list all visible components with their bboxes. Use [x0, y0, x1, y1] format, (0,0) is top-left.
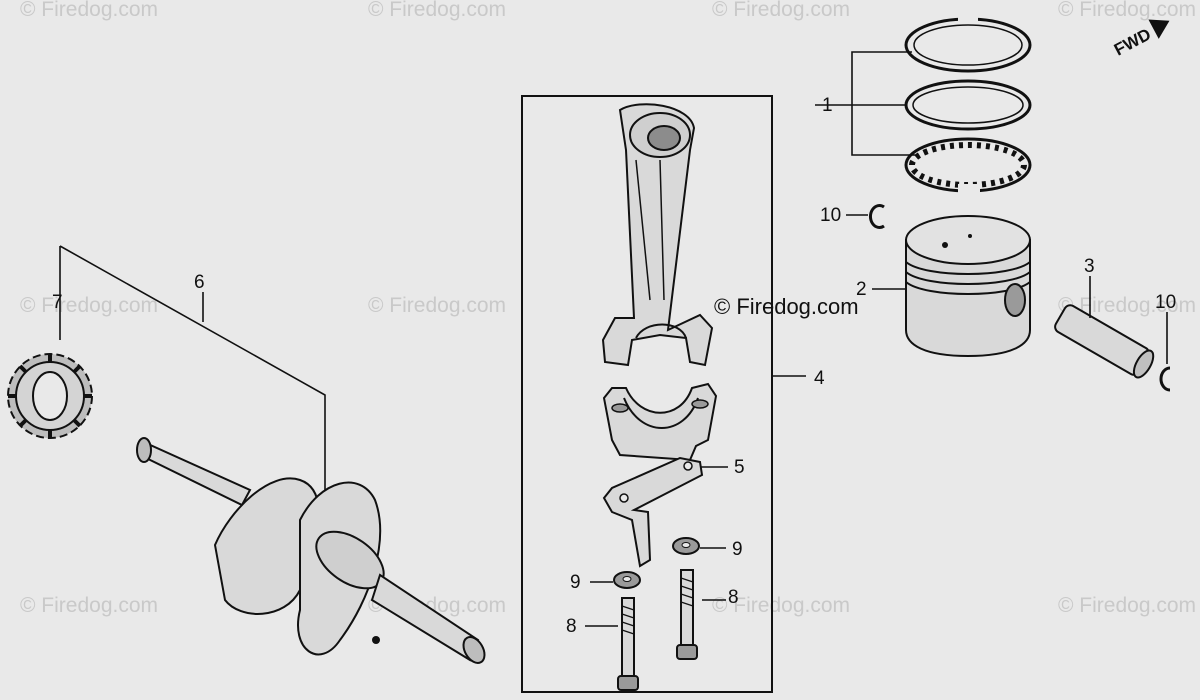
connecting-rod	[601, 103, 714, 367]
callout-5: 5	[734, 457, 745, 478]
lock-plate	[602, 456, 704, 568]
watermark: © Firedog.com	[20, 0, 158, 21]
leader-line-1	[815, 51, 915, 156]
credit-text: © Firedog.com	[714, 294, 859, 319]
callout-9b: 9	[732, 539, 743, 560]
washer-left	[613, 571, 641, 589]
crankshaft	[136, 437, 486, 664]
watermark: © Firedog.com	[1058, 294, 1196, 317]
watermark: © Firedog.com	[20, 294, 158, 317]
watermark: © Firedog.com	[712, 594, 850, 617]
bolt-left	[617, 597, 639, 691]
piston-pin	[1054, 304, 1155, 379]
callout-8b: 8	[728, 587, 739, 608]
callout-3: 3	[1084, 256, 1095, 277]
watermark: © Firedog.com	[368, 0, 506, 21]
callout-4: 4	[814, 368, 825, 389]
callout-10b: 10	[1155, 292, 1176, 313]
circlip-left	[869, 204, 885, 229]
piston	[905, 215, 1031, 358]
watermark: © Firedog.com	[1058, 0, 1196, 21]
watermark: © Firedog.com	[20, 594, 158, 617]
callout-1: 1	[822, 95, 833, 116]
washer-right	[672, 537, 700, 555]
callout-9a: 9	[570, 572, 581, 593]
forward-arrow-icon	[1148, 19, 1170, 39]
leader-line-6-7	[59, 245, 326, 490]
connecting-rod-assembly-box	[521, 95, 773, 693]
direction-label: FWD	[1111, 25, 1154, 60]
watermark: © Firedog.com	[368, 294, 506, 317]
callout-8a: 8	[566, 616, 577, 637]
crankshaft-gear	[7, 353, 93, 439]
callout-2: 2	[856, 279, 867, 300]
watermark: © Firedog.com	[1058, 594, 1196, 617]
bolt-right	[676, 569, 698, 660]
connecting-rod-cap	[602, 382, 718, 462]
watermark: © Firedog.com	[712, 0, 850, 21]
piston-rings	[904, 10, 1032, 196]
callout-6: 6	[194, 272, 205, 293]
circlip-right	[1159, 366, 1171, 392]
callout-10a: 10	[820, 205, 841, 226]
callout-7: 7	[52, 292, 63, 313]
